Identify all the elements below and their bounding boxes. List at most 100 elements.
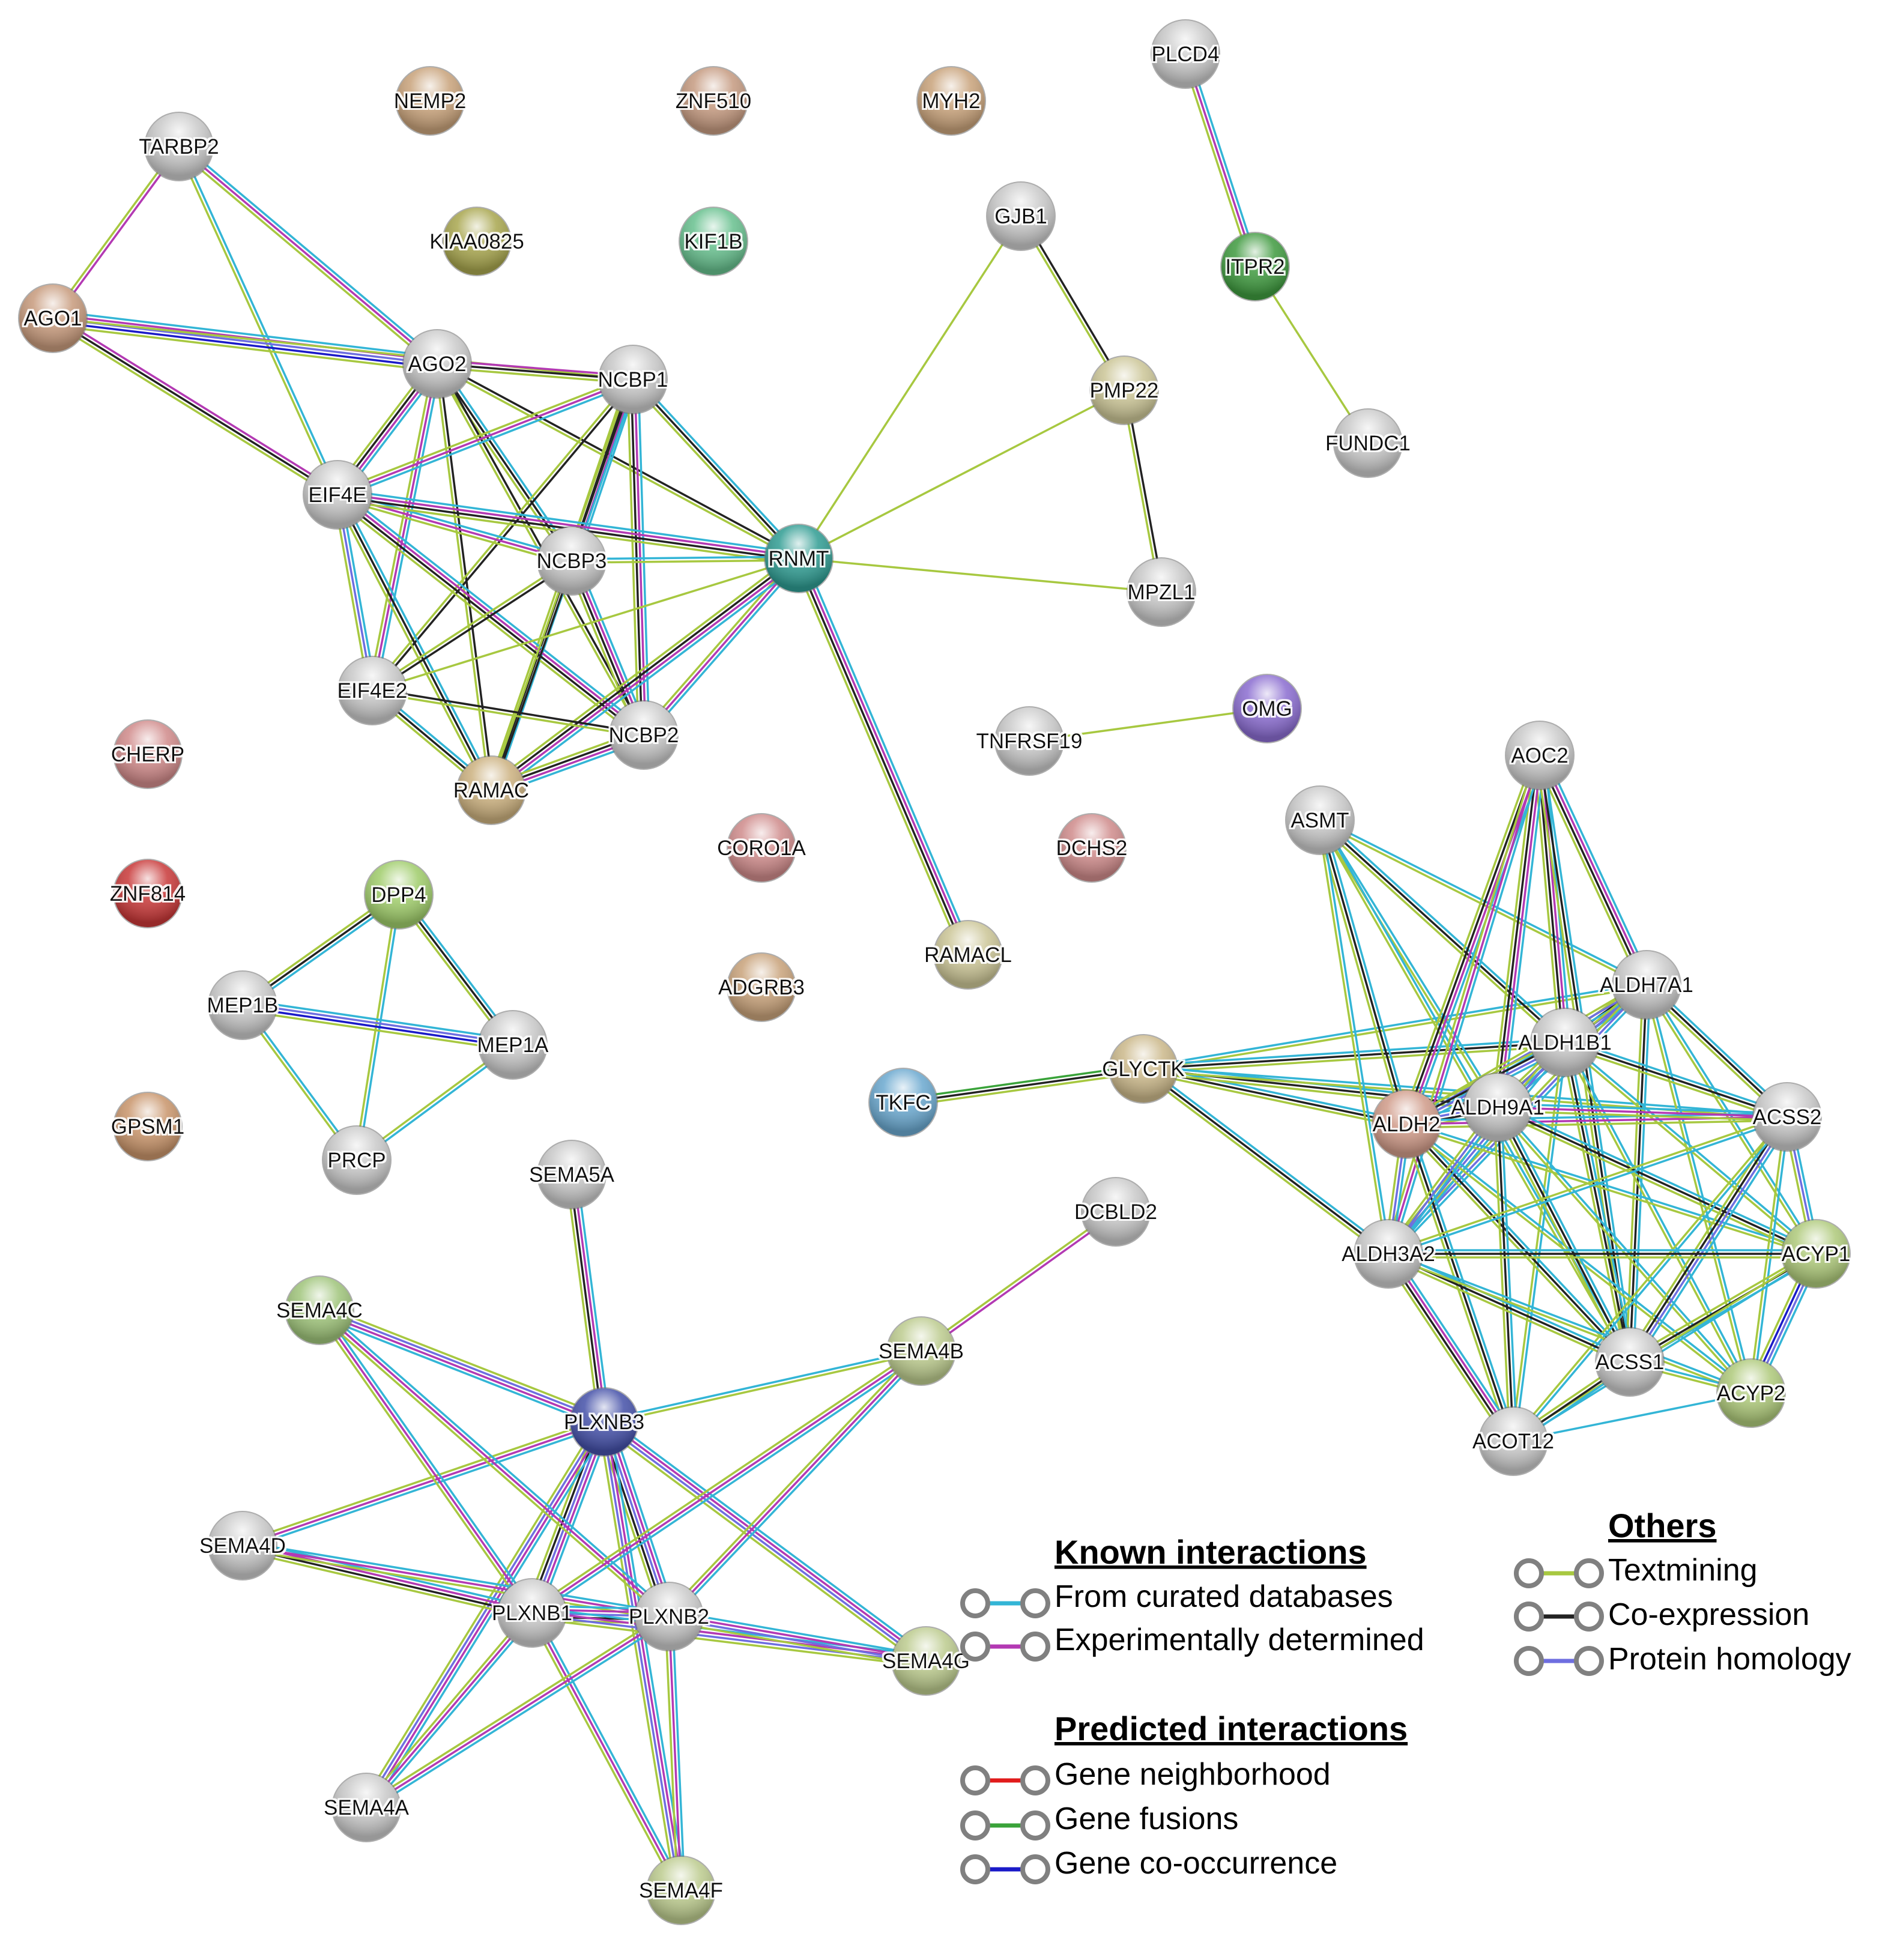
node-NCBP1[interactable]: NCBP1 xyxy=(598,345,668,414)
node-ACOT12[interactable]: ACOT12 xyxy=(1472,1406,1554,1476)
node-GPSM1[interactable]: GPSM1 xyxy=(111,1092,185,1161)
node-KIF1B[interactable]: KIF1B xyxy=(679,207,748,276)
node-DPP4[interactable]: DPP4 xyxy=(364,860,434,930)
edge-PLXNB1-SEMA4A xyxy=(363,1609,536,1811)
node-NEMP2[interactable]: NEMP2 xyxy=(394,66,467,136)
node-SEMA4B[interactable]: SEMA4B xyxy=(879,1316,964,1386)
edge-MEP1B-MEP1A xyxy=(241,999,514,1051)
node-FUNDC1[interactable]: FUNDC1 xyxy=(1325,408,1411,478)
node-SEMA4G[interactable]: SEMA4G xyxy=(882,1626,970,1696)
edge-ALDH9A1-ACSS1 xyxy=(1493,1105,1634,1364)
edge-TNFRSF19-OMG xyxy=(1029,707,1268,742)
node-label: KIAA0825 xyxy=(429,230,524,253)
node-SEMA4F[interactable]: SEMA4F xyxy=(639,1856,723,1925)
node-TNFRSF19[interactable]: TNFRSF19 xyxy=(976,706,1083,776)
node-SEMA5A[interactable]: SEMA5A xyxy=(529,1140,615,1209)
node-ALDH2[interactable]: ALDH2 xyxy=(1372,1089,1441,1159)
edge-line-textmining xyxy=(1493,1108,1628,1364)
edge-line-textmining xyxy=(1143,1045,1566,1074)
node-PLXNB3[interactable]: PLXNB3 xyxy=(564,1387,644,1457)
node-ADGRB3[interactable]: ADGRB3 xyxy=(718,952,805,1022)
node-gloss xyxy=(145,113,213,180)
node-PMP22[interactable]: PMP22 xyxy=(1089,355,1159,425)
node-ACYP2[interactable]: ACYP2 xyxy=(1716,1358,1786,1428)
node-PLCD4[interactable]: PLCD4 xyxy=(1151,19,1220,89)
node-MPZL1[interactable]: MPZL1 xyxy=(1127,557,1196,627)
node-ITPR2[interactable]: ITPR2 xyxy=(1220,232,1290,301)
node-ACSS1[interactable]: ACSS1 xyxy=(1595,1327,1665,1397)
legend-swatch-node xyxy=(1514,1602,1544,1632)
node-NCBP3[interactable]: NCBP3 xyxy=(537,526,607,596)
node-EIF4E2[interactable]: EIF4E2 xyxy=(337,656,408,725)
edge-line-textmining xyxy=(598,1423,677,1892)
node-label: NCBP1 xyxy=(598,368,668,392)
edge-line-experimental xyxy=(1498,755,1543,1108)
legend-swatch-node xyxy=(1020,1765,1050,1795)
edge-line-coexpression xyxy=(903,1068,1144,1104)
node-gloss xyxy=(1506,722,1573,789)
node-gloss xyxy=(1110,1035,1177,1102)
node-gloss xyxy=(286,1277,353,1344)
edge-line-curated xyxy=(1388,1118,1788,1257)
edge-line-curated xyxy=(1321,818,1501,1107)
node-CORO1A[interactable]: CORO1A xyxy=(717,813,806,883)
node-PLXNB1[interactable]: PLXNB1 xyxy=(492,1578,572,1648)
node-MEP1A[interactable]: MEP1A xyxy=(477,1010,549,1080)
edge-line-textmining xyxy=(604,1352,922,1425)
node-AGO1[interactable]: AGO1 xyxy=(18,283,88,353)
node-label: DCHS2 xyxy=(1056,836,1128,860)
node-KIAA0825[interactable]: KIAA0825 xyxy=(429,207,524,276)
node-TARBP2[interactable]: TARBP2 xyxy=(139,112,219,181)
node-gloss xyxy=(396,67,464,135)
edge-PLXNB1-SEMA4F xyxy=(528,1611,685,1893)
node-MEP1B[interactable]: MEP1B xyxy=(207,970,279,1040)
node-SEMA4A[interactable]: SEMA4A xyxy=(324,1773,410,1842)
node-EIF4E[interactable]: EIF4E xyxy=(303,460,372,530)
edge-line-experimental xyxy=(367,1422,607,1809)
node-AOC2[interactable]: AOC2 xyxy=(1505,721,1575,790)
edge-line-textmining xyxy=(315,1311,530,1616)
node-PRCP[interactable]: PRCP xyxy=(322,1125,392,1195)
node-ACSS2[interactable]: ACSS2 xyxy=(1752,1082,1822,1152)
edge-ALDH1B1-ACYP2 xyxy=(1562,1041,1754,1395)
node-ALDH3A2[interactable]: ALDH3A2 xyxy=(1342,1219,1435,1289)
node-OMG[interactable]: OMG xyxy=(1232,674,1302,743)
edge-line-coexpression xyxy=(492,561,575,791)
edge-TARBP2-AGO2 xyxy=(176,143,440,368)
legend-item-protein-homology xyxy=(1514,1646,1604,1676)
node-AGO2[interactable]: AGO2 xyxy=(402,329,472,399)
edge-ASMT-ALDH1B1 xyxy=(1316,817,1569,1046)
node-RNMT[interactable]: RNMT xyxy=(764,524,834,593)
edge-line-textmining xyxy=(1495,1107,1751,1396)
node-SEMA4D[interactable]: SEMA4D xyxy=(199,1511,286,1580)
edge-line-curated xyxy=(1502,755,1546,1109)
edge-line-curated xyxy=(607,1417,930,1658)
node-TKFC[interactable]: TKFC xyxy=(868,1068,938,1137)
edge-line-coexpression xyxy=(489,556,799,790)
node-NCBP2[interactable]: NCBP2 xyxy=(609,700,679,770)
edge-line-homology xyxy=(243,1002,513,1044)
node-gloss xyxy=(1286,787,1354,854)
node-ACYP1[interactable]: ACYP1 xyxy=(1781,1219,1851,1289)
edge-line-textmining xyxy=(1254,266,1369,444)
edge-line-coexpression xyxy=(336,494,492,791)
node-RAMAC[interactable]: RAMAC xyxy=(453,755,529,825)
node-CHERP[interactable]: CHERP xyxy=(111,719,185,789)
node-ALDH1B1[interactable]: ALDH1B1 xyxy=(1518,1008,1612,1077)
node-PLXNB2[interactable]: PLXNB2 xyxy=(629,1582,709,1651)
node-SEMA4C[interactable]: SEMA4C xyxy=(276,1275,363,1345)
node-ZNF814[interactable]: ZNF814 xyxy=(110,859,186,928)
node-DCBLD2[interactable]: DCBLD2 xyxy=(1074,1177,1157,1247)
node-RAMACL[interactable]: RAMACL xyxy=(924,920,1012,990)
node-ALDH9A1[interactable]: ALDH9A1 xyxy=(1451,1072,1545,1142)
node-DCHS2[interactable]: DCHS2 xyxy=(1056,813,1128,883)
edge-ALDH9A1-ACYP2 xyxy=(1495,1105,1753,1396)
edge-line-experimental xyxy=(921,1212,1118,1354)
node-ALDH7A1[interactable]: ALDH7A1 xyxy=(1600,950,1693,1020)
node-MYH2[interactable]: MYH2 xyxy=(916,66,986,136)
node-ASMT[interactable]: ASMT xyxy=(1285,785,1355,855)
node-GJB1[interactable]: GJB1 xyxy=(986,181,1056,251)
node-GLYCTK[interactable]: GLYCTK xyxy=(1102,1034,1185,1104)
edge-line-coexpression xyxy=(1627,1115,1787,1362)
node-ZNF510[interactable]: ZNF510 xyxy=(676,66,751,136)
